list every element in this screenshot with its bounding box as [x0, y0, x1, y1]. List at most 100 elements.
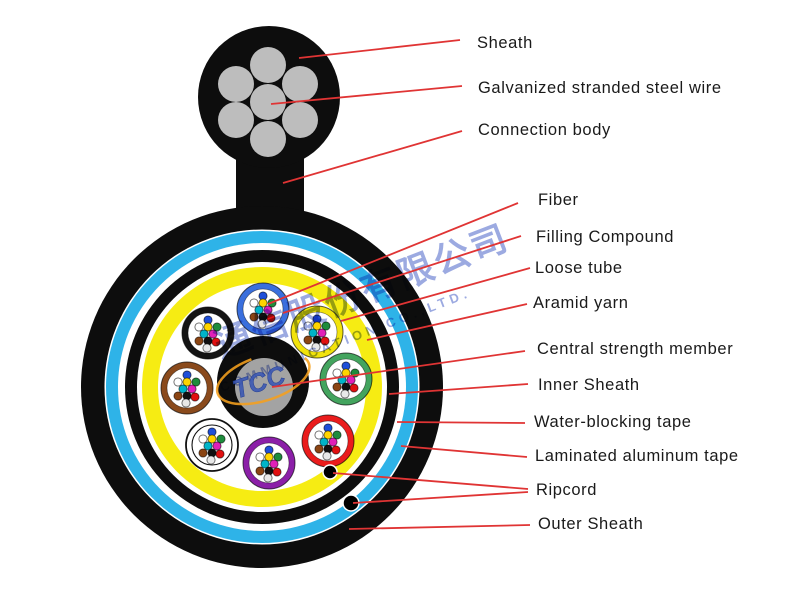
fiber-dot: [322, 451, 332, 461]
label-steel-wire: Galvanized stranded steel wire: [478, 79, 722, 97]
fiber-dot: [311, 342, 321, 352]
fiber-dot: [191, 377, 201, 387]
label-sheath: Sheath: [477, 34, 533, 52]
fiber-dot: [332, 368, 342, 378]
fiber-dot: [314, 444, 324, 454]
fiber-dot: [198, 434, 208, 444]
label-inner-sheath: Inner Sheath: [538, 376, 640, 394]
fiber-dot: [263, 305, 273, 315]
fiber-dot: [320, 336, 330, 346]
fiber-dot: [211, 337, 221, 347]
fiber-dot: [258, 298, 268, 308]
fiber-dot: [249, 312, 259, 322]
loose-tube: [160, 361, 214, 415]
fiber-dot: [199, 329, 209, 339]
fiber-dot: [203, 322, 213, 332]
fiber-dot: [260, 459, 270, 469]
fiber-dot: [178, 384, 188, 394]
leader-filling: [282, 235, 522, 314]
steel-wire-strand: [218, 47, 318, 157]
fiber-dot: [206, 455, 216, 465]
cable-section: [81, 206, 443, 568]
fiber-dot: [272, 467, 282, 477]
fiber-dot: [198, 448, 208, 458]
leader-ripcord-1: [332, 472, 529, 490]
leader-aramid-yarn: [366, 303, 528, 341]
fiber-dot: [254, 305, 264, 315]
leader-ripcord-2: [352, 491, 529, 504]
fiber-dot: [308, 328, 318, 338]
loose-tube: [181, 306, 235, 360]
fiber-dot: [203, 441, 213, 451]
fiber-dot: [349, 383, 359, 393]
leader-inner-sheath: [388, 383, 529, 395]
leader-outer-sheath: [348, 524, 531, 530]
fiber-dot: [328, 437, 338, 447]
loose-tube: [301, 414, 355, 468]
leader-lines: [267, 39, 531, 530]
label-aramid-yarn: Aramid yarn: [533, 294, 629, 312]
fiber-dot: [187, 384, 197, 394]
fiber-dot: [202, 343, 212, 353]
steel-wire: [218, 102, 254, 138]
leader-steel-wire: [270, 85, 463, 105]
steel-wire: [282, 102, 318, 138]
fiber-dot: [332, 382, 342, 392]
fiber-dot: [173, 377, 183, 387]
fiber-dot: [194, 336, 204, 346]
fiber-dot: [331, 445, 341, 455]
central-strength-member: [235, 358, 293, 416]
leader-fiber: [267, 202, 519, 305]
fiber-dot: [332, 430, 342, 440]
fiber-dot: [314, 430, 324, 440]
fiber-dot: [249, 298, 259, 308]
label-central-member: Central strength member: [537, 340, 733, 358]
fiber-dot: [212, 441, 222, 451]
label-fiber: Fiber: [538, 191, 579, 209]
logo-swoosh-ellipse: [215, 351, 311, 406]
fiber-dot: [317, 328, 327, 338]
tcc-logo: TCC: [215, 351, 311, 406]
ripcord-dot: [322, 464, 338, 480]
steel-wire: [250, 121, 286, 157]
fiber-dot: [264, 452, 274, 462]
fiber-dot: [208, 329, 218, 339]
steel-wire: [250, 47, 286, 83]
leader-loose-tube: [340, 267, 531, 322]
loose-tube: [236, 282, 290, 336]
fiber-dot: [303, 321, 313, 331]
fiber-dot: [269, 459, 279, 469]
fiber-dot: [207, 434, 217, 444]
loose-tube: [185, 418, 239, 472]
leader-aluminum-tape: [400, 445, 528, 458]
leader-central-member: [271, 350, 526, 388]
fiber-dot: [255, 466, 265, 476]
label-ripcord: Ripcord: [536, 481, 597, 499]
steel-wire: [218, 66, 254, 102]
fiber-dot: [266, 313, 276, 323]
label-outer-sheath: Outer Sheath: [538, 515, 643, 533]
messenger-section: [198, 26, 340, 240]
fiber-dot: [273, 452, 283, 462]
logo-tcc-text: TCC: [229, 359, 290, 404]
steel-wire: [282, 66, 318, 102]
fiber-dot: [346, 375, 356, 385]
fiber-dot: [212, 322, 222, 332]
loose-tube: [242, 436, 296, 490]
labels: Sheath Galvanized stranded steel wire Co…: [477, 34, 739, 533]
fiber-dot: [215, 449, 225, 459]
label-aluminum-tape: Laminated aluminum tape: [535, 447, 739, 465]
label-loose-tube: Loose tube: [535, 259, 623, 277]
loose-tube: [319, 352, 373, 406]
fiber-dot: [181, 398, 191, 408]
leader-sheath: [298, 39, 461, 59]
fiber-dot: [173, 391, 183, 401]
fiber-dot: [255, 452, 265, 462]
steel-wire: [250, 84, 286, 120]
label-filling-compound: Filling Compound: [536, 228, 674, 246]
fiber-dot: [303, 335, 313, 345]
fiber-dot: [194, 322, 204, 332]
fiber-dot: [182, 377, 192, 387]
fiber-dot: [321, 321, 331, 331]
